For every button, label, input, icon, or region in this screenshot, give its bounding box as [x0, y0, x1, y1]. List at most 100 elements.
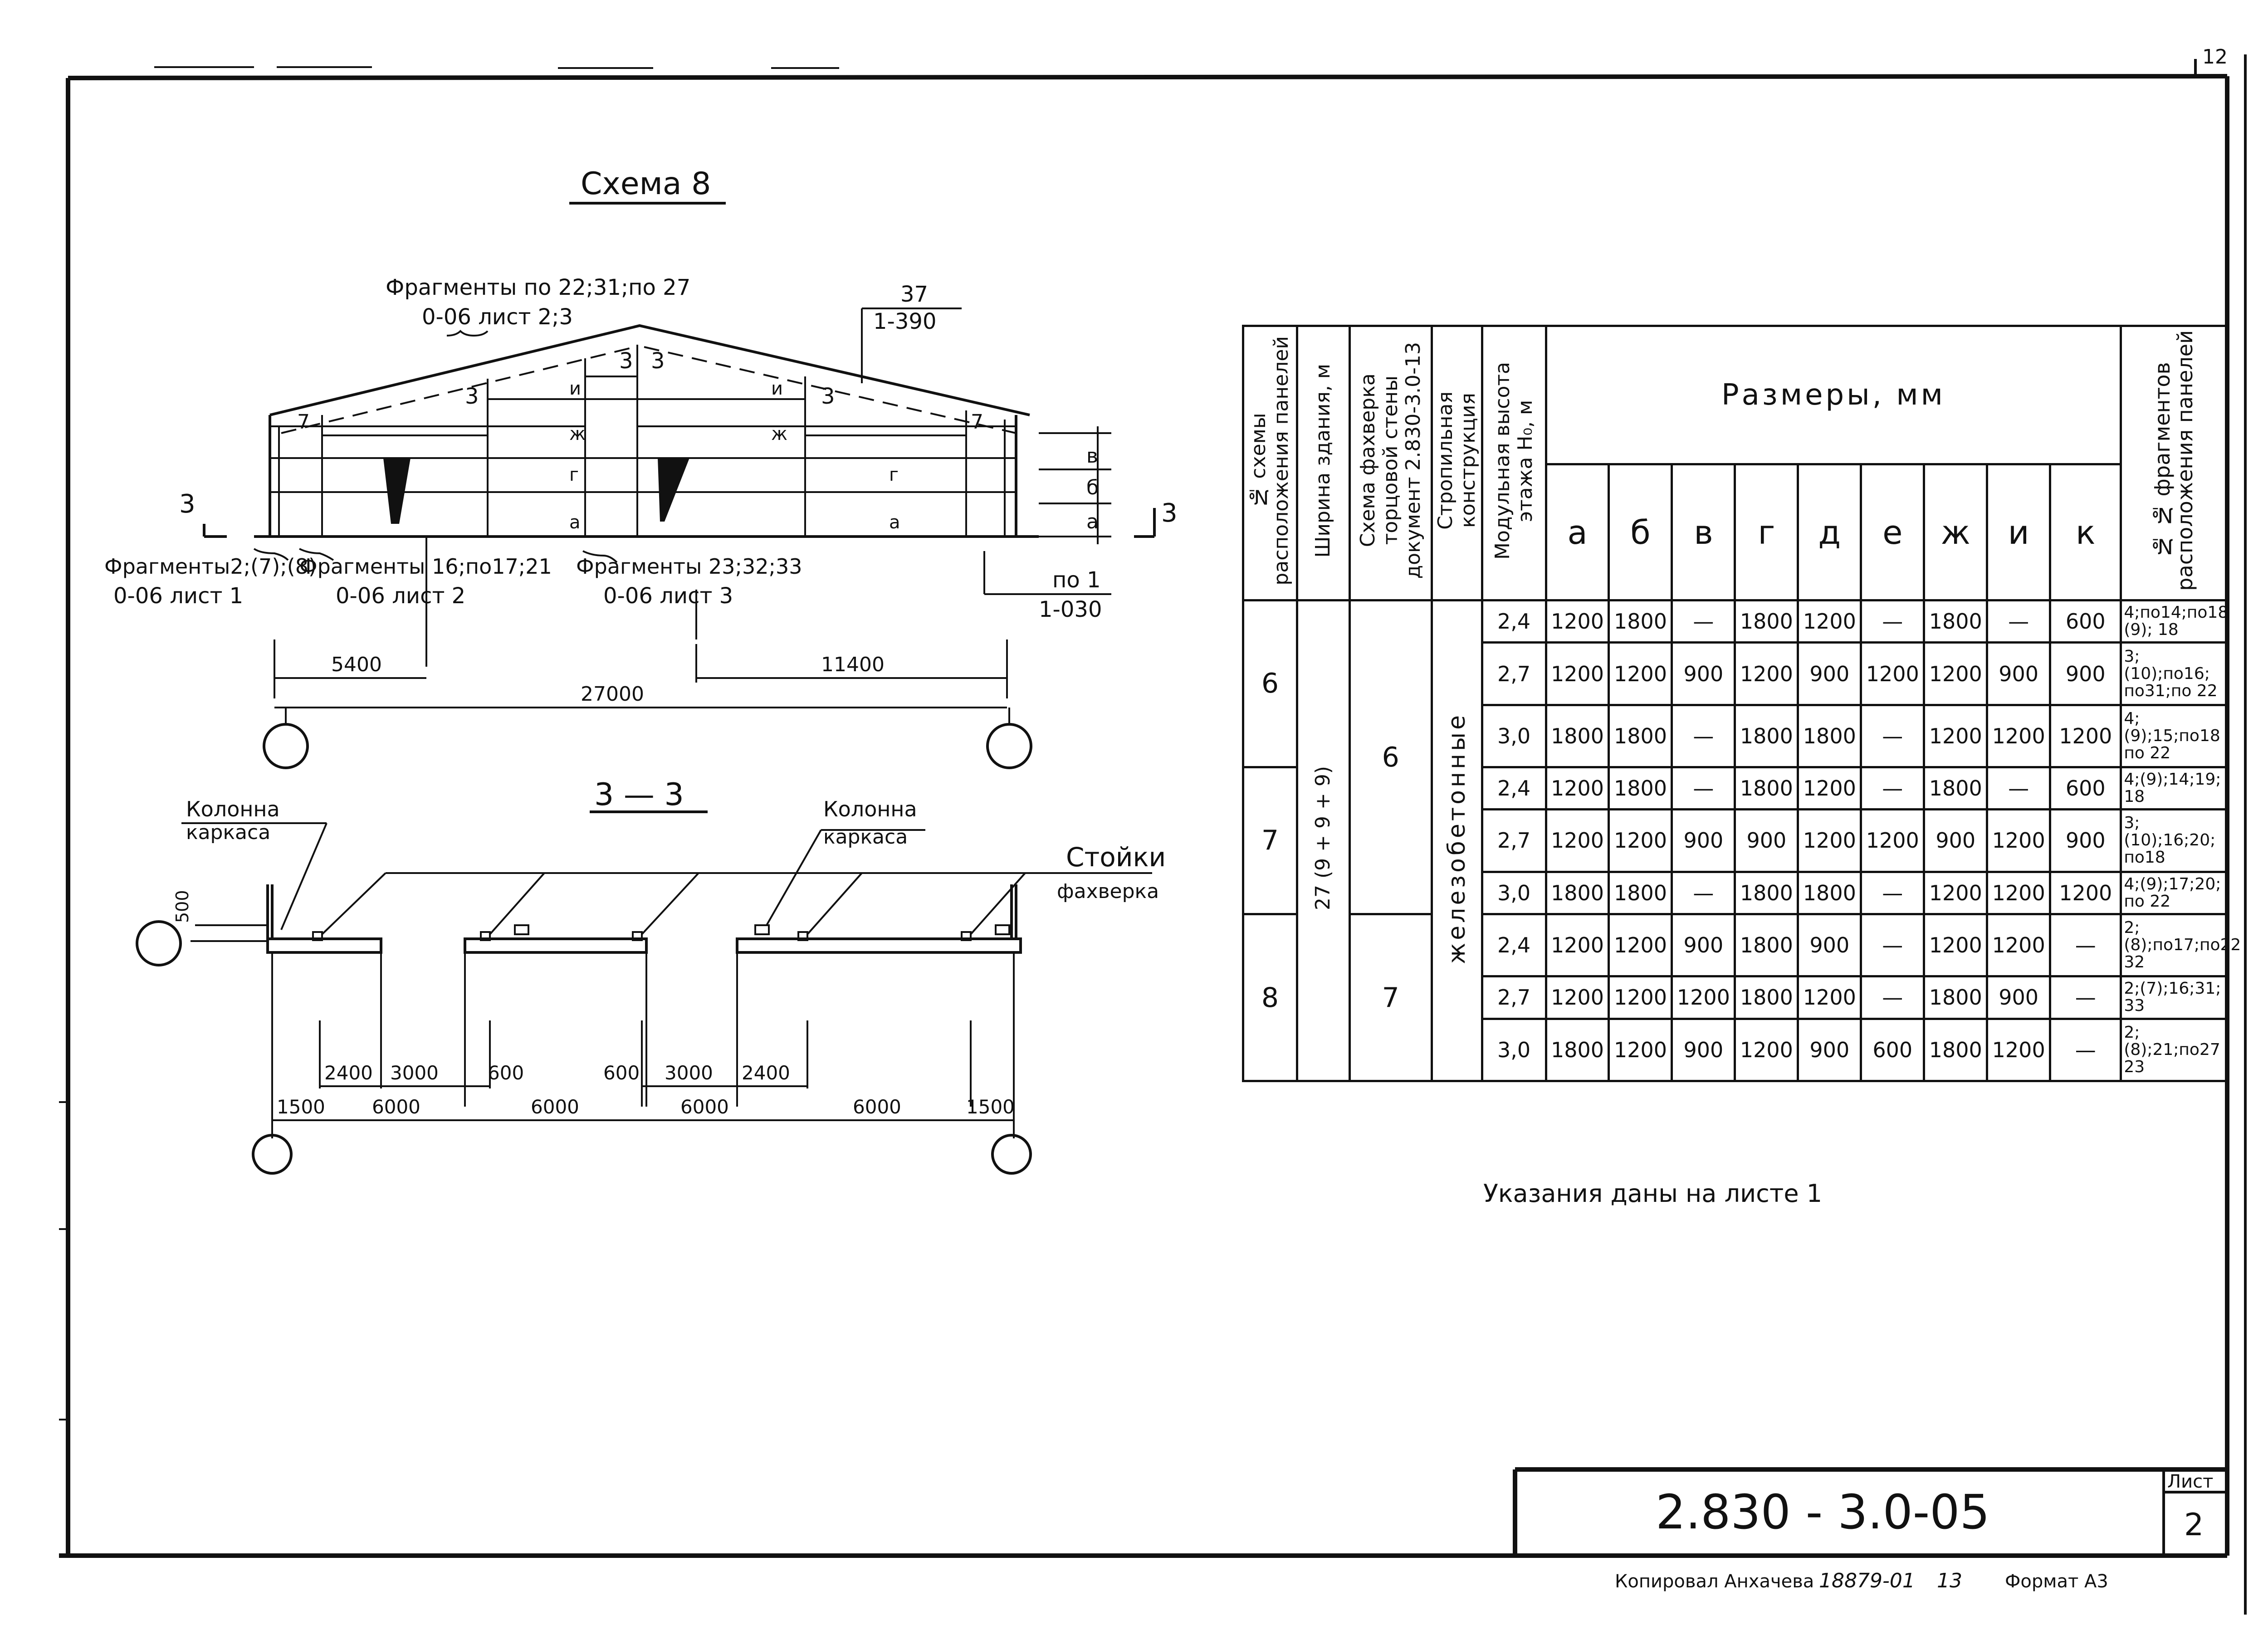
panel-mark: 3	[619, 348, 633, 374]
dim-bottom: 1500	[966, 1096, 1015, 1118]
page-number: 12	[2202, 45, 2228, 68]
size-cell: 1200	[1545, 766, 1610, 811]
size-cell: 1800	[1545, 1017, 1610, 1083]
column-label-left: Колонна	[186, 797, 280, 821]
size-cell: 1200	[1797, 808, 1862, 873]
dim-top: 3000	[390, 1062, 439, 1084]
size-cell: 1800	[1797, 703, 1862, 768]
size-cell: 900	[1986, 975, 2052, 1020]
copied-by: Копировал Анхачева	[1615, 1571, 1814, 1592]
dim-top: 2400	[324, 1062, 373, 1084]
size-cell: 1800	[1734, 703, 1799, 768]
node-ref-bottom: по 1	[1052, 567, 1101, 593]
size-cell: 1200	[1608, 808, 1673, 873]
panel-letter: г	[569, 464, 579, 485]
height-cell: 2,7	[1481, 808, 1547, 873]
size-cell: 1200	[1986, 703, 2052, 768]
size-cell: 1200	[1545, 913, 1610, 978]
size-cell: 900	[1671, 1017, 1736, 1083]
stoyki-label: Стойки	[1066, 842, 1166, 873]
panel-letter: и	[771, 378, 783, 399]
panel-mark: 7	[971, 410, 983, 434]
panel-letter: г	[889, 464, 899, 485]
size-cell: 900	[1797, 641, 1862, 706]
height-cell: 3,0	[1481, 1017, 1547, 1083]
scheme-no-6: 6	[1242, 599, 1298, 768]
size-cell: 1200	[1986, 1017, 2052, 1083]
drawing-labels: Схема 8 Фрагменты по 22;31;по 27 0-06 ли…	[104, 45, 2228, 1592]
sheet-label: Лист	[2167, 1471, 2213, 1492]
column-label-right-2: каркаса	[823, 825, 908, 849]
panel-mark: 3	[465, 384, 479, 409]
dim-left: 5400	[331, 653, 382, 676]
size-cell: 1200	[1860, 808, 1926, 873]
fragment-ref: 4;(9);15;по18 по 22	[2120, 703, 2227, 768]
axis-bubble-right	[986, 723, 1032, 769]
size-cell: 1200	[1671, 975, 1736, 1020]
fragments-left-doc: 0-06 лист 1	[113, 583, 243, 609]
size-cell: 900	[1797, 913, 1862, 978]
size-cell: 900	[1671, 913, 1736, 978]
section-mark-left: 3	[179, 489, 196, 519]
dim-bottom: 6000	[531, 1096, 579, 1118]
dim-bottom: 6000	[372, 1096, 420, 1118]
size-cell: 1800	[1608, 599, 1673, 644]
width-cell: 27 (9 + 9 + 9)	[1295, 599, 1351, 1082]
height-cell: 3,0	[1481, 703, 1547, 768]
fragments-right-label: Фрагменты 23;32;33	[576, 554, 802, 579]
col-a: а	[1545, 463, 1610, 601]
fragments-left-label: Фрагменты2;(7);(8)	[104, 554, 317, 579]
size-cell: 1200	[1545, 975, 1610, 1020]
col-e: е	[1860, 463, 1926, 601]
size-cell: 1800	[1734, 975, 1799, 1020]
dim-top: 600	[488, 1062, 524, 1084]
dim-top: 2400	[742, 1062, 790, 1084]
size-cell: 1200	[1986, 870, 2052, 916]
size-cell: —	[1860, 599, 1926, 644]
size-cell: —	[2049, 1017, 2122, 1083]
size-cell: 900	[1671, 808, 1736, 873]
size-cell: 1200	[1860, 641, 1926, 706]
size-cell: 600	[2049, 766, 2122, 811]
panel-size-table: № схемы расположения панелей Ширина здан…	[1242, 325, 2241, 1083]
dim-total: 27000	[581, 683, 644, 706]
height-cell: 2,7	[1481, 975, 1547, 1020]
fragment-ref: 2;(8);по17;по22 32	[2120, 913, 2241, 978]
size-cell: 1200	[2049, 870, 2122, 916]
height-cell: 2,4	[1481, 766, 1547, 811]
scheme-no-7: 7	[1242, 766, 1298, 916]
panel-letter: в	[1086, 444, 1098, 468]
size-cell: 1800	[1608, 703, 1673, 768]
size-cell: 1200	[1608, 913, 1673, 978]
height-cell: 3,0	[1481, 870, 1547, 916]
size-cell: 900	[2049, 641, 2122, 706]
panel-letter: и	[569, 378, 581, 399]
dim-top: 600	[603, 1062, 640, 1084]
size-cell: —	[1860, 766, 1926, 811]
dim-500: 500	[172, 890, 192, 923]
panel-letter: а	[889, 512, 900, 533]
table-row: 6 27 (9 + 9 + 9) 6 железобетонные 2,4 12…	[1242, 599, 2228, 1082]
stoyki-label-2: фахверка	[1057, 880, 1159, 903]
size-cell: 900	[1671, 641, 1736, 706]
size-cell: —	[1860, 913, 1926, 978]
dim-right: 11400	[821, 653, 885, 676]
size-cell: —	[1986, 766, 2052, 811]
size-cell: —	[1671, 703, 1736, 768]
scheme-title: Схема 8	[581, 166, 711, 202]
fragment-ref: 3;(10);по16; по31;по 22	[2120, 641, 2227, 706]
size-cell: 1200	[1986, 808, 2052, 873]
size-cell: 1800	[1734, 599, 1799, 644]
size-cell: 1200	[1797, 975, 1862, 1020]
panel-mark: 3	[651, 348, 665, 374]
size-cell: —	[1671, 766, 1736, 811]
header-height: Модульная высота этажа H₀, м	[1481, 325, 1547, 601]
panel-mark: 3	[821, 384, 835, 409]
size-cell: 1200	[1734, 1017, 1799, 1083]
size-cell: 900	[2049, 808, 2122, 873]
